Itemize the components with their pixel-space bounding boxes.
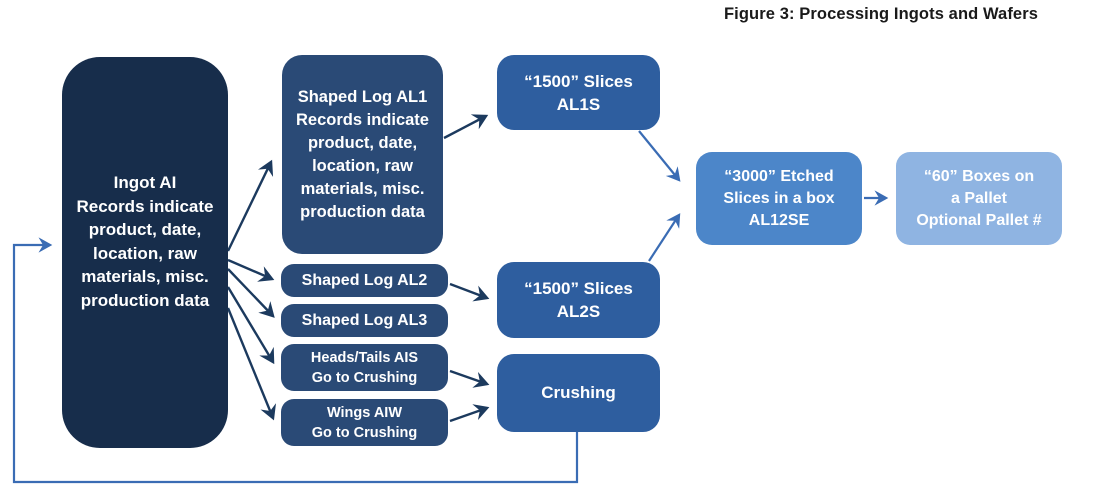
node-heads-tails-ais-label: Heads/Tails AIS Go to Crushing <box>310 349 419 386</box>
arrow-al2-to-al2s <box>449 282 490 302</box>
arrow-crushing-feedback-loop-to-ingot <box>12 237 579 484</box>
figure-caption: Figure 3: Processing Ingots and Wafers <box>724 5 1038 23</box>
node-etched-slices-al12se: “3000” Etched Slices in a box AL12SE <box>696 152 862 245</box>
node-ingot-ai-label: Ingot AI Records indicate product, date,… <box>76 173 214 310</box>
node-slices-al2s-label: “1500” Slices AL2S <box>524 279 633 321</box>
arrow-heads-tails-to-crushing <box>449 369 490 388</box>
arrow-ingot-to-al3 <box>227 268 275 318</box>
node-crushing: Crushing <box>497 354 660 432</box>
node-boxes-on-pallet-label: “60” Boxes on a Pallet Optional Pallet # <box>916 167 1042 229</box>
arrow-wings-to-crushing <box>449 404 490 423</box>
node-crushing-label: Crushing <box>541 383 616 402</box>
node-boxes-on-pallet: “60” Boxes on a Pallet Optional Pallet # <box>896 152 1062 245</box>
node-shaped-log-al2-label: Shaped Log AL2 <box>301 271 428 289</box>
node-wings-aiw: Wings AIW Go to Crushing <box>281 399 448 446</box>
arrow-ingot-to-heads-tails <box>226 286 275 365</box>
arrow-al1s-to-etched <box>638 130 681 182</box>
node-slices-al1s: “1500” Slices AL1S <box>497 55 660 130</box>
node-ingot-ai: Ingot AI Records indicate product, date,… <box>62 57 228 448</box>
node-shaped-log-al1-label: Shaped Log AL1 Records indicate product,… <box>296 87 429 221</box>
arrow-ingot-to-al1 <box>226 159 274 252</box>
node-shaped-log-al2: Shaped Log AL2 <box>281 264 448 297</box>
node-shaped-log-al3-label: Shaped Log AL3 <box>301 311 428 329</box>
arrow-ingot-to-wings <box>226 307 277 421</box>
node-heads-tails-ais: Heads/Tails AIS Go to Crushing <box>281 344 448 391</box>
arrow-ingot-to-al2 <box>227 258 275 282</box>
arrow-al1-to-al1s <box>443 114 489 140</box>
node-slices-al1s-label: “1500” Slices AL1S <box>524 71 633 114</box>
arrow-al2s-to-etched <box>648 213 681 262</box>
node-wings-aiw-label: Wings AIW Go to Crushing <box>311 404 418 441</box>
node-slices-al2s: “1500” Slices AL2S <box>497 262 660 338</box>
node-shaped-log-al1: Shaped Log AL1 Records indicate product,… <box>282 55 443 254</box>
node-etched-slices-al12se-label: “3000” Etched Slices in a box AL12SE <box>723 167 835 229</box>
node-shaped-log-al3: Shaped Log AL3 <box>281 304 448 337</box>
